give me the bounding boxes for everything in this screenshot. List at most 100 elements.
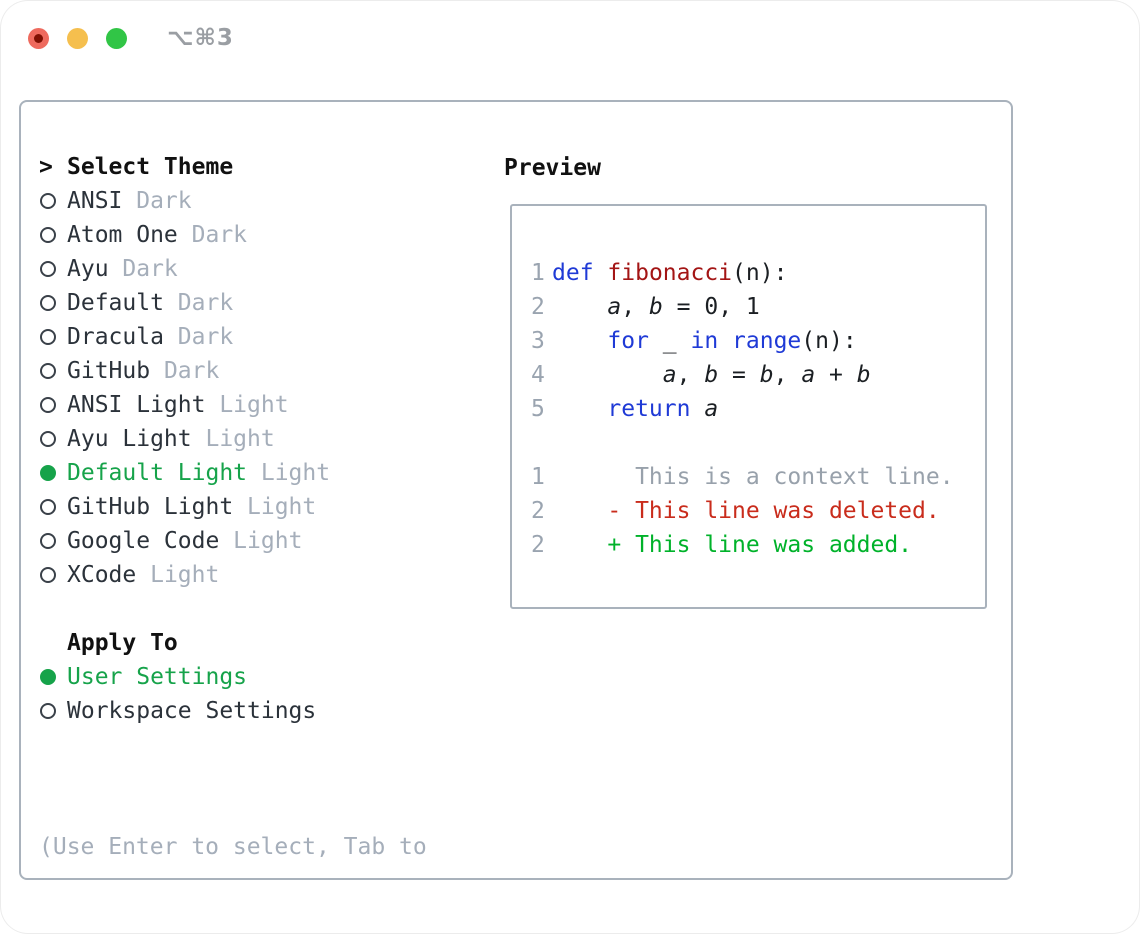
code-line: 1 def fibonacci(n): (531, 256, 871, 290)
window-title: ⌥⌘3 (167, 25, 234, 51)
theme-variant: Light (136, 562, 220, 588)
apply-to-title: Apply To (67, 630, 178, 656)
radio-icon (39, 524, 67, 558)
code-token: fibonacci (607, 260, 733, 286)
minimize-button[interactable] (67, 27, 88, 49)
diff-preview: 1 This is a context line.2 - This line w… (531, 460, 954, 562)
radio-circle (40, 431, 56, 447)
code-token (552, 328, 607, 354)
theme-name: XCode (67, 562, 137, 588)
apply-to-name: User Settings (67, 664, 248, 690)
line-number: 2 (531, 532, 545, 558)
theme-variant: Dark (163, 290, 234, 316)
theme-name: Default Light (67, 460, 248, 486)
code-token: + (815, 362, 857, 388)
code-token: a (704, 396, 719, 422)
diff-text: - This line was deleted. (552, 498, 940, 524)
theme-option[interactable]: Ayu Light Light (39, 422, 330, 456)
theme-name: Ayu (67, 256, 109, 282)
theme-option[interactable]: Atom One Dark (39, 218, 330, 252)
theme-option[interactable]: Default Light Light (39, 456, 330, 490)
diff-line: 2 - This line was deleted. (531, 494, 954, 528)
code-token: b (704, 362, 719, 388)
radio-icon (39, 422, 67, 456)
diff-text: + This line was added. (552, 532, 913, 558)
diff-line: 1 This is a context line. (531, 460, 954, 494)
line-number: 5 (531, 396, 545, 422)
apply-to-header: Apply To (39, 626, 316, 660)
theme-list-header: > Select Theme (39, 150, 330, 184)
theme-option[interactable]: ANSI Dark (39, 184, 330, 218)
theme-variant: Dark (122, 188, 192, 214)
code-token (594, 260, 608, 286)
theme-option[interactable]: Default Dark (39, 286, 330, 320)
line-number: 1 (531, 260, 545, 286)
radio-circle (40, 567, 56, 583)
code-token: a (662, 362, 677, 388)
radio-icon (39, 354, 67, 388)
theme-option[interactable]: GitHub Dark (39, 354, 330, 388)
apply-to-option[interactable]: User Settings (39, 660, 316, 694)
caret-icon: > (39, 154, 53, 180)
code-token: (n): (801, 328, 857, 354)
theme-name: ANSI Light (67, 392, 206, 418)
apply-to-name: Workspace Settings (67, 698, 317, 724)
code-line: 5 return a (531, 392, 871, 426)
theme-list-title: Select Theme (67, 154, 234, 180)
close-button[interactable] (28, 27, 49, 49)
titlebar: ⌥⌘3 (0, 0, 1140, 76)
apply-to-option[interactable]: Workspace Settings (39, 694, 316, 728)
code-token: b (759, 362, 774, 388)
apply-to-header-spacer (39, 626, 67, 660)
radio-circle (40, 533, 56, 549)
theme-option[interactable]: GitHub Light Light (39, 490, 330, 524)
theme-option[interactable]: Google Code Light (39, 524, 330, 558)
code-token (690, 396, 704, 422)
theme-option[interactable]: Ayu Dark (39, 252, 330, 286)
diff-line: 2 + This line was added. (531, 528, 954, 562)
radio-icon (39, 490, 67, 524)
diff-text: This is a context line. (552, 464, 954, 490)
code-token: (n): (732, 260, 788, 286)
radio-circle (40, 363, 56, 379)
theme-variant: Light (233, 494, 317, 520)
theme-option[interactable]: XCode Light (39, 558, 330, 592)
theme-variant: Light (247, 460, 331, 486)
close-dot-icon (34, 33, 43, 43)
code-token (552, 362, 663, 388)
code-token (718, 328, 732, 354)
theme-variant: Dark (150, 358, 220, 384)
radio-icon (39, 388, 67, 422)
radio-circle (40, 193, 56, 209)
theme-name: GitHub (67, 358, 151, 384)
code-token: return (607, 396, 691, 422)
preview-title: Preview (504, 155, 601, 181)
theme-variant: Dark (163, 324, 234, 350)
zoom-button[interactable] (106, 27, 127, 49)
theme-option[interactable]: Dracula Dark (39, 320, 330, 354)
code-line: 4 a, b = b, a + b (531, 358, 871, 392)
theme-name: GitHub Light (67, 494, 234, 520)
code-token: in (690, 328, 719, 354)
theme-name: Default (67, 290, 164, 316)
radio-selected-icon (39, 456, 67, 490)
code-line: 2 a, b = 0, 1 (531, 290, 871, 324)
code-token: def (552, 260, 594, 286)
radio-circle (40, 261, 56, 277)
code-token: for (607, 328, 649, 354)
theme-option[interactable]: ANSI Light Light (39, 388, 330, 422)
line-number: 1 (531, 464, 545, 490)
radio-icon (39, 558, 67, 592)
theme-variant: Dark (108, 256, 178, 282)
theme-name: Ayu Light (67, 426, 192, 452)
theme-variant: Light (191, 426, 275, 452)
theme-name: Atom One (67, 222, 178, 248)
code-token: b (856, 362, 871, 388)
radio-icon (39, 320, 67, 354)
